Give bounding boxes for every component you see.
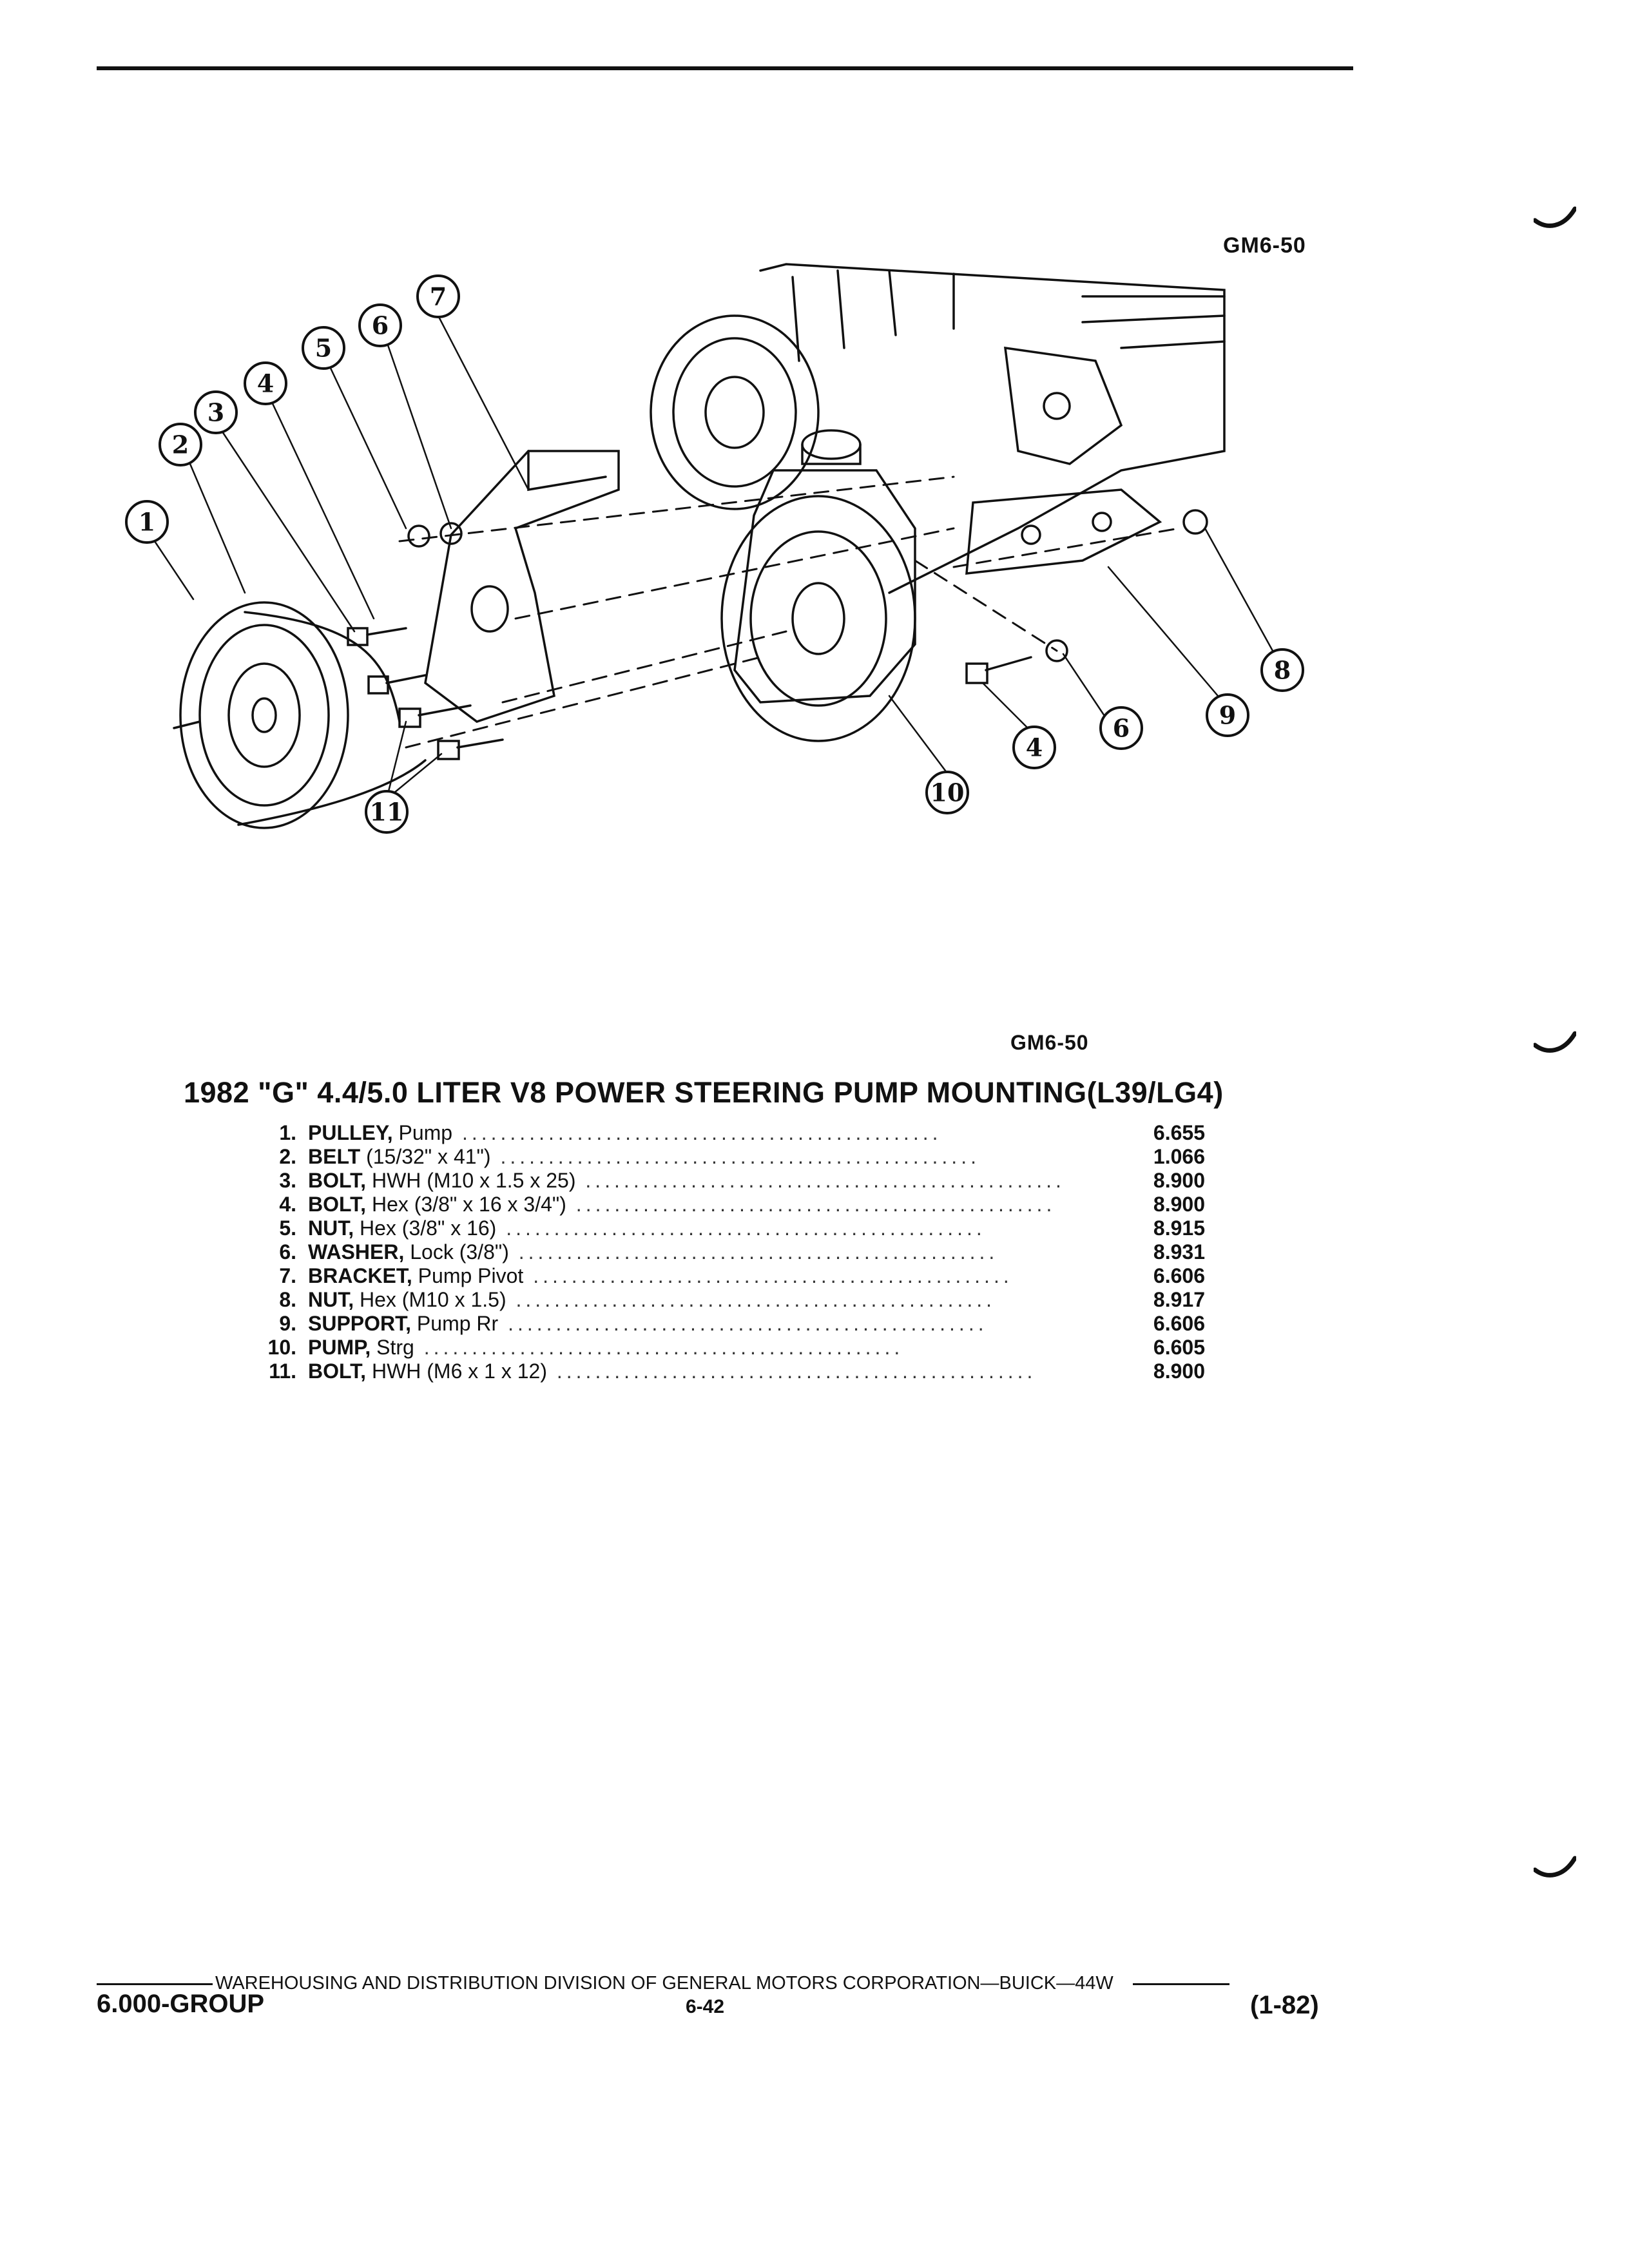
footer-page-number: 6-42 xyxy=(686,1996,725,2017)
svg-text:6: 6 xyxy=(1113,714,1130,743)
callout-7: 7 xyxy=(416,274,460,318)
scan-tick-mark-icon xyxy=(1534,206,1576,228)
parts-list-row: 8.NUT, Hex (M10 x 1.5) .................… xyxy=(279,1288,1205,1311)
footer-division-line: WAREHOUSING AND DISTRIBUTION DIVISION OF… xyxy=(97,1973,1229,1994)
svg-text:4: 4 xyxy=(257,369,274,398)
top-rule xyxy=(97,66,1353,70)
svg-text:7: 7 xyxy=(430,282,447,311)
footer-group-id: 6.000-GROUP xyxy=(97,1990,265,2018)
callout-10: 10 xyxy=(925,771,969,814)
callout-6-right: 6 xyxy=(1099,706,1143,750)
svg-text:5: 5 xyxy=(315,334,332,363)
callout-8: 8 xyxy=(1260,648,1304,692)
svg-text:10: 10 xyxy=(930,778,965,807)
callout-9: 9 xyxy=(1206,693,1249,737)
parts-list-row: 2.BELT (15/32" x 41") ..................… xyxy=(279,1145,1205,1168)
callout-3: 3 xyxy=(194,390,238,434)
parts-list: 1.PULLEY, Pump .........................… xyxy=(238,1121,1211,1383)
figure-id-top: GM6-50 xyxy=(1223,233,1306,258)
scan-tick-mark-icon xyxy=(1534,1031,1576,1053)
callout-5: 5 xyxy=(302,326,345,370)
svg-text:2: 2 xyxy=(172,430,189,459)
svg-text:1: 1 xyxy=(139,508,155,537)
footer-date: (1-82) xyxy=(1250,1991,1319,2019)
parts-list-row: 11.BOLT, HWH (M6 x 1 x 12) .............… xyxy=(269,1360,1205,1383)
callout-1: 1 xyxy=(125,500,169,544)
svg-text:4: 4 xyxy=(1026,733,1043,762)
svg-text:8: 8 xyxy=(1274,656,1291,685)
diagram-svg: 1 2 3 4 5 6 7 8 9 10 4 6 11 xyxy=(125,263,1304,834)
scan-tick-mark-icon xyxy=(1534,1856,1576,1878)
callout-4-right: 4 xyxy=(1012,726,1056,769)
callout-6: 6 xyxy=(358,303,402,347)
svg-text:9: 9 xyxy=(1219,701,1236,730)
parts-list-title: 1982 "G" 4.4/5.0 LITER V8 POWER STEERING… xyxy=(184,1076,1224,1109)
parts-list-row: 3.BOLT, HWH (M10 x 1.5 x 25) ...........… xyxy=(279,1169,1205,1192)
parts-list-row: 6.WASHER, Lock (3/8") ..................… xyxy=(279,1240,1205,1264)
figure-id-bottom: GM6-50 xyxy=(1010,1031,1089,1054)
exploded-parts-diagram: 1 2 3 4 5 6 7 8 9 10 4 6 11 xyxy=(116,258,1340,889)
parts-list-row: 5.NUT, Hex (3/8" x 16) .................… xyxy=(279,1216,1205,1240)
parts-list-row: 7.BRACKET, Pump Pivot ..................… xyxy=(279,1264,1205,1287)
parts-list-row: 9.SUPPORT, Pump Rr .....................… xyxy=(279,1312,1205,1335)
parts-list-row: 4.BOLT, Hex (3/8" x 16 x 3/4") .........… xyxy=(279,1193,1205,1216)
callout-11: 11 xyxy=(365,790,409,834)
svg-text:3: 3 xyxy=(207,398,224,427)
callout-4: 4 xyxy=(244,361,287,405)
svg-text:11: 11 xyxy=(370,798,404,827)
callout-2: 2 xyxy=(159,423,202,466)
parts-list-row: 10.PUMP, Strg ..........................… xyxy=(267,1336,1205,1359)
parts-list-row: 1.PULLEY, Pump .........................… xyxy=(279,1121,1205,1144)
svg-text:6: 6 xyxy=(372,311,389,340)
